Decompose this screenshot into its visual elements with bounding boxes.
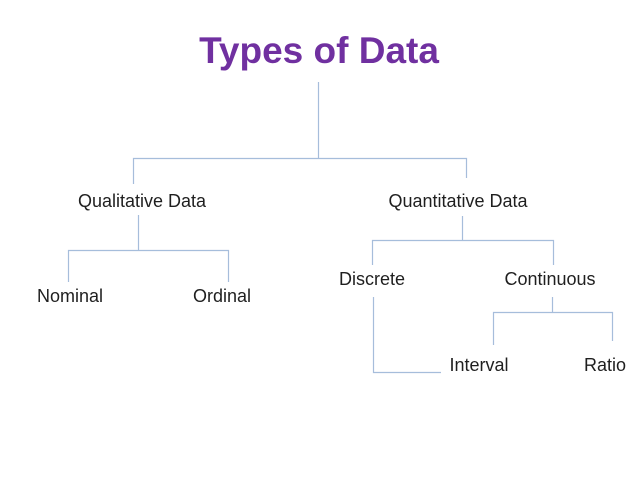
node-qualitative-data: Qualitative Data: [77, 191, 207, 211]
node-discrete: Discrete: [338, 269, 406, 289]
node-ratio: Ratio: [583, 355, 627, 375]
node-quantitative-data: Quantitative Data: [388, 191, 528, 211]
connector-group: [67, 82, 614, 374]
node-nominal: Nominal: [36, 286, 104, 306]
node-ordinal: Ordinal: [192, 286, 252, 306]
node-continuous: Continuous: [504, 269, 596, 289]
diagram-title: Types of Data: [199, 30, 439, 71]
node-interval: Interval: [449, 355, 509, 375]
